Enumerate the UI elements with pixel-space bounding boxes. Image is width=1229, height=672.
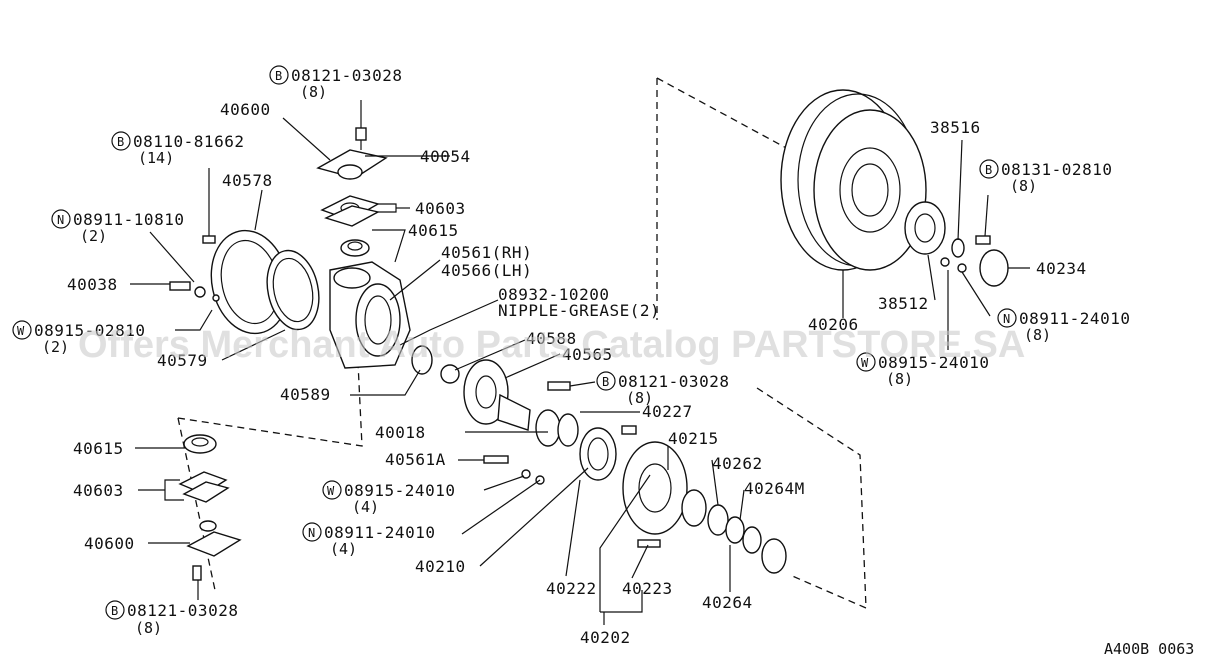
nut-mark: N	[51, 209, 71, 229]
label-40262: 40262	[712, 454, 763, 473]
label-40018: 40018	[375, 423, 426, 442]
bolt-mark: B	[269, 65, 289, 85]
label-40600-bot: 40600	[84, 534, 135, 553]
label-nipple-grease: NIPPLE-GREASE(2)	[498, 301, 660, 320]
qty-08915-02810: (2)	[42, 338, 69, 356]
label-08121-03028-mid: 08121-03028	[618, 372, 729, 391]
qty-08121-03028-top: (8)	[300, 83, 327, 101]
svg-text:W: W	[861, 356, 869, 370]
label-40054: 40054	[420, 147, 471, 166]
qty-08911-24010-mid: (4)	[330, 540, 357, 558]
watermark: Offers Merchant Auto Parts Catalog PARTS…	[78, 324, 1025, 366]
label-08121-03028-top: 08121-03028	[291, 66, 402, 85]
svg-text:B: B	[275, 69, 282, 83]
washer-mark: W	[322, 480, 342, 500]
front-hub	[622, 441, 787, 574]
label-40234: 40234	[1036, 259, 1087, 278]
qty-08915-24010-right: (8)	[886, 370, 913, 388]
svg-text:W: W	[17, 324, 25, 338]
label-40222: 40222	[546, 579, 597, 598]
bolt-mark: B	[111, 131, 131, 151]
qty-08911-10810: (2)	[80, 227, 107, 245]
label-40566-lh: 40566(LH)	[441, 261, 532, 280]
svg-text:N: N	[1003, 312, 1010, 326]
svg-text:B: B	[602, 375, 609, 389]
qty-08110-81662: (14)	[138, 149, 174, 167]
figure-reference: A400B 0063	[1104, 640, 1194, 658]
washer-mark: W	[12, 320, 32, 340]
svg-text:B: B	[111, 604, 118, 618]
label-08121-03028-bot: 08121-03028	[127, 601, 238, 620]
label-40579: 40579	[157, 351, 208, 370]
oil-seal-retainers	[169, 229, 320, 335]
label-38516: 38516	[930, 118, 981, 137]
label-40227: 40227	[642, 402, 693, 421]
label-40615-bot: 40615	[73, 439, 124, 458]
part-labels: 08121-03028 (8) 40600 08110-81662 (14) 4…	[34, 66, 1130, 647]
axle-spindle-parts	[411, 345, 637, 485]
kingpin-cap-upper	[316, 127, 388, 257]
washer-mark: W	[856, 352, 876, 372]
label-40264m: 40264M	[744, 479, 805, 498]
svg-text:W: W	[327, 484, 335, 498]
label-08911-24010-mid: 08911-24010	[324, 523, 435, 542]
qty-08911-24010-right: (8)	[1024, 326, 1051, 344]
label-08932-10200: 08932-10200	[498, 285, 609, 304]
svg-text:N: N	[308, 526, 315, 540]
svg-text:N: N	[57, 213, 64, 227]
label-08915-02810: 08915-02810	[34, 321, 145, 340]
label-40206: 40206	[808, 315, 859, 334]
bolt-mark: B	[979, 159, 999, 179]
label-40603-bot: 40603	[73, 481, 124, 500]
svg-text:B: B	[985, 163, 992, 177]
label-08911-24010-right: 08911-24010	[1019, 309, 1130, 328]
label-40223: 40223	[622, 579, 673, 598]
label-40561-rh: 40561(RH)	[441, 243, 532, 262]
label-40615-top: 40615	[408, 221, 459, 240]
label-40210: 40210	[415, 557, 466, 576]
kingpin-cap-lower	[178, 434, 242, 581]
label-08915-24010-right: 08915-24010	[878, 353, 989, 372]
label-40600-top: 40600	[220, 100, 271, 119]
label-40603-top: 40603	[415, 199, 466, 218]
label-40565: 40565	[562, 345, 613, 364]
label-40202: 40202	[580, 628, 631, 647]
label-40038: 40038	[67, 275, 118, 294]
label-40588: 40588	[526, 329, 577, 348]
bolt-mark: B	[596, 371, 616, 391]
leader-lines	[130, 100, 1030, 625]
nut-mark: N	[997, 308, 1017, 328]
label-38512: 38512	[878, 294, 929, 313]
bolt-mark: B	[105, 600, 125, 620]
qty-08121-03028-bot: (8)	[135, 619, 162, 637]
label-40215: 40215	[668, 429, 719, 448]
svg-text:B: B	[117, 135, 124, 149]
label-08131-02810: 08131-02810	[1001, 160, 1112, 179]
qty-08121-03028-mid: (8)	[626, 389, 653, 407]
label-08915-24010-mid: 08915-24010	[344, 481, 455, 500]
prefix-marks: B B N W B W N B B N W	[12, 65, 1017, 620]
steering-knuckle	[329, 261, 411, 369]
qty-08131-02810: (8)	[1010, 177, 1037, 195]
label-40264: 40264	[702, 593, 753, 612]
qty-08915-24010-mid: (4)	[352, 498, 379, 516]
label-40589: 40589	[280, 385, 331, 404]
brake-drum-assembly	[780, 89, 1009, 287]
nut-mark: N	[302, 522, 322, 542]
label-08110-81662: 08110-81662	[133, 132, 244, 151]
label-40578: 40578	[222, 171, 273, 190]
label-40561a: 40561A	[385, 450, 446, 469]
label-08911-10810: 08911-10810	[73, 210, 184, 229]
